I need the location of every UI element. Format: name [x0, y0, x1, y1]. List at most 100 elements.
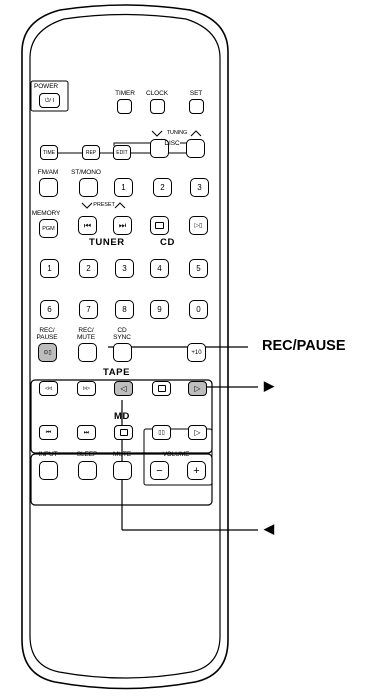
rec-pause-callout: REC/PAUSE — [262, 338, 346, 354]
st-mono-button[interactable] — [79, 178, 98, 197]
num-9-label: 9 — [157, 304, 162, 314]
disc-2-button[interactable]: 2 — [153, 178, 172, 197]
md-label: MD — [114, 411, 130, 422]
rec-pause-icon: ⊙▯ — [43, 349, 52, 356]
tuning-down-button[interactable] — [150, 139, 169, 158]
rec-mute-label: REC/ MUTE — [76, 327, 95, 341]
cd-play-pause-button[interactable]: ▷▯ — [189, 216, 208, 235]
disc-2-label: 2 — [160, 182, 165, 192]
disc-1-label: 1 — [121, 182, 126, 192]
num-6-button[interactable]: 6 — [40, 300, 59, 319]
cd-stop-button[interactable] — [150, 216, 169, 235]
preset-up-button[interactable]: ⏭ — [113, 216, 132, 235]
timer-label: TIMER — [115, 90, 135, 97]
play-reverse-callout: ◀ — [264, 521, 274, 536]
sleep-button[interactable] — [78, 461, 97, 480]
mute-button[interactable] — [113, 461, 132, 480]
tuner-label: TUNER — [89, 237, 125, 248]
md-play-button[interactable]: ▷ — [188, 425, 207, 440]
st-mono-label: ST/MONO — [71, 169, 101, 176]
plus10-button[interactable]: +10 — [187, 343, 206, 362]
time-button-label: TIME — [43, 149, 55, 156]
rec-mute-button[interactable] — [78, 343, 97, 362]
tape-reverse-play-button[interactable]: ◁ — [114, 381, 133, 396]
volume-minus-label: − — [156, 464, 163, 477]
preset-down-button[interactable]: ⏮ — [78, 216, 97, 235]
num-4-label: 4 — [157, 263, 162, 273]
tuning-up-button[interactable] — [186, 139, 205, 158]
prev-track-icon: ⏮ — [83, 220, 92, 230]
cd-sync-button[interactable] — [113, 343, 132, 362]
num-7-button[interactable]: 7 — [79, 300, 98, 319]
volume-plus-label: + — [193, 464, 200, 477]
input-button[interactable] — [39, 461, 58, 480]
num-9-button[interactable]: 9 — [150, 300, 169, 319]
fm-am-button[interactable] — [39, 178, 58, 197]
disc-3-button[interactable]: 3 — [190, 178, 209, 197]
fast-forward-icon: ▹▹ — [82, 384, 91, 392]
tuning-label: TUNING — [166, 130, 188, 136]
stop-icon — [119, 429, 128, 436]
tape-rewind-button[interactable]: ◃◃ — [39, 381, 58, 396]
mute-label: MUTE — [112, 451, 131, 458]
md-prev-button[interactable]: ⏮ — [39, 425, 58, 440]
stop-icon — [155, 222, 164, 229]
plus10-label: +10 — [191, 349, 202, 356]
tape-play-button[interactable]: ▷ — [188, 381, 207, 396]
power-label: POWER — [33, 83, 59, 90]
sleep-label: SLEEP — [76, 451, 98, 458]
num-0-button[interactable]: 0 — [189, 300, 208, 319]
edit-button-label: EDIT — [116, 149, 128, 156]
edit-button[interactable]: EDIT — [113, 145, 131, 160]
timer-button[interactable] — [117, 99, 132, 114]
set-button[interactable] — [189, 99, 204, 114]
num-3-button[interactable]: 3 — [115, 259, 134, 278]
tape-stop-button[interactable] — [152, 381, 171, 396]
volume-up-button[interactable]: + — [187, 461, 206, 480]
time-button[interactable]: TIME — [40, 145, 58, 160]
set-label: SET — [189, 90, 203, 97]
prev-track-icon: ⏮ — [45, 429, 52, 436]
num-8-label: 8 — [122, 304, 127, 314]
cd-sync-label: CD SYNC — [113, 327, 131, 341]
volume-label: VOLUME — [162, 451, 190, 458]
power-button-label: ⏻/ I — [45, 97, 54, 104]
num-3-label: 3 — [122, 263, 127, 273]
disc-1-button[interactable]: 1 — [114, 178, 133, 197]
rep-button[interactable]: REP — [82, 145, 100, 160]
num-0-label: 0 — [196, 304, 201, 314]
md-stop-button[interactable] — [114, 425, 133, 440]
play-pause-icon: ▷▯ — [194, 222, 203, 229]
stop-icon — [157, 385, 166, 392]
next-track-icon: ⏭ — [83, 429, 90, 436]
pause-icon: ▯▯ — [158, 429, 165, 436]
clock-button[interactable] — [150, 99, 165, 114]
preset-label: PRESET — [93, 202, 115, 208]
num-1-label: 1 — [47, 263, 52, 273]
volume-down-button[interactable]: − — [150, 461, 169, 480]
next-track-icon: ⏭ — [118, 220, 127, 230]
rewind-icon: ◃◃ — [44, 384, 53, 392]
fm-am-label: FM/AM — [37, 169, 59, 176]
num-8-button[interactable]: 8 — [115, 300, 134, 319]
num-2-label: 2 — [86, 263, 91, 273]
md-pause-button[interactable]: ▯▯ — [152, 425, 171, 440]
num-5-button[interactable]: 5 — [189, 259, 208, 278]
memory-label: MEMORY — [31, 210, 61, 217]
num-4-button[interactable]: 4 — [150, 259, 169, 278]
disc-label: DISC — [164, 140, 180, 147]
md-next-button[interactable]: ⏭ — [77, 425, 96, 440]
rep-button-label: REP — [85, 149, 97, 156]
rec-pause-button[interactable]: ⊙▯ — [38, 343, 57, 362]
pgm-button[interactable]: PGM — [39, 219, 58, 238]
power-button[interactable]: ⏻/ I — [39, 93, 60, 108]
num-2-button[interactable]: 2 — [79, 259, 98, 278]
clock-label: CLOCK — [146, 90, 168, 97]
num-1-button[interactable]: 1 — [40, 259, 59, 278]
disc-3-label: 3 — [197, 182, 202, 192]
play-icon: ▷ — [194, 383, 201, 393]
cd-label: CD — [160, 237, 175, 248]
reverse-play-icon: ◁ — [120, 383, 127, 393]
tape-ffwd-button[interactable]: ▹▹ — [77, 381, 96, 396]
